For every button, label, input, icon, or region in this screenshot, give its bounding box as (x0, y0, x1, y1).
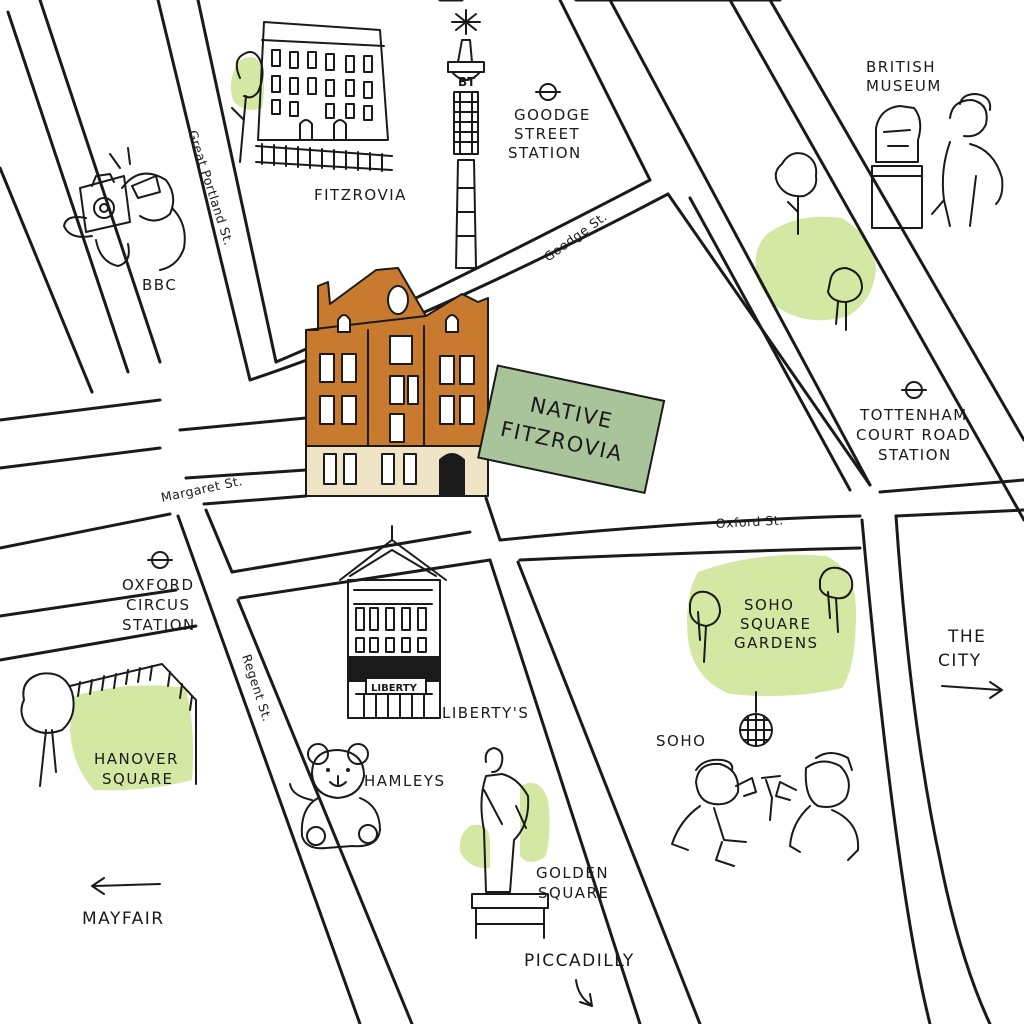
british-museum-green (755, 216, 876, 321)
label-bbc: BBC (142, 276, 177, 294)
tree-icon (689, 566, 854, 663)
native-fitzrovia-building-icon (305, 267, 489, 497)
soho-square-green (687, 554, 856, 696)
label-golden-square: GOLDEN SQUARE (536, 864, 615, 902)
teddy-bear-icon (289, 743, 381, 850)
label-soho: SOHO (656, 732, 706, 750)
green-spaces (70, 56, 876, 869)
bust-statue-icon (871, 105, 923, 229)
label-hanover-square: HANOVER SQUARE (94, 750, 185, 788)
label-fitzrovia: FITZROVIA (314, 186, 407, 204)
golden-square-green-left (459, 824, 490, 869)
hanover-fence (69, 663, 197, 785)
bt-tower-icon: BT (447, 9, 485, 269)
label-the-city: THE CITY (938, 627, 993, 671)
label-british-museum: BRITISH MUSEUM (866, 58, 942, 95)
soho-revellers-icon (671, 752, 860, 867)
disco-ball-icon (739, 691, 773, 747)
native-fitzrovia-badge[interactable]: NATIVE FITZROVIA (477, 364, 666, 495)
liberty-sign: LIBERTY (371, 683, 418, 694)
label-soho-square: SOHO SQUARE GARDENS (734, 596, 819, 652)
label-oxford-circus-station: OXFORD CIRCUS STATION (122, 576, 201, 634)
arrow-right-icon (941, 681, 1003, 699)
label-mayfair: MAYFAIR (82, 909, 165, 929)
fitzrovia-building-icon (231, 21, 393, 172)
label-tottenham-station: TOTTENHAM COURT ROAD STATION (856, 406, 978, 464)
statue-icon (471, 747, 549, 939)
bt-tower-logo: BT (458, 75, 476, 89)
hanover-square-green (70, 685, 194, 791)
label-piccadilly: PICCADILLY (524, 951, 635, 971)
liberty-building-icon: LIBERTY (339, 525, 447, 719)
arrow-left-icon (91, 877, 161, 895)
tree-icon (20, 672, 75, 787)
camera-person-icon (63, 147, 186, 271)
label-goodge-station: GOODGE STREET STATION (508, 106, 597, 162)
street-regent: Regent St. (239, 652, 275, 723)
label-hamleys: HAMLEYS (364, 772, 446, 790)
fitzrovia-tree-green (230, 56, 264, 110)
tube-roundel-icon (535, 83, 561, 101)
museum-visitor-icon (931, 93, 1004, 227)
tube-roundel-icon (901, 381, 927, 399)
tube-roundel-icon (147, 551, 173, 569)
tree-icon (774, 152, 863, 331)
street-oxford: Oxford St. (715, 512, 784, 531)
label-libertys: LIBERTY'S (442, 704, 529, 722)
arrow-down-icon (575, 979, 593, 1007)
